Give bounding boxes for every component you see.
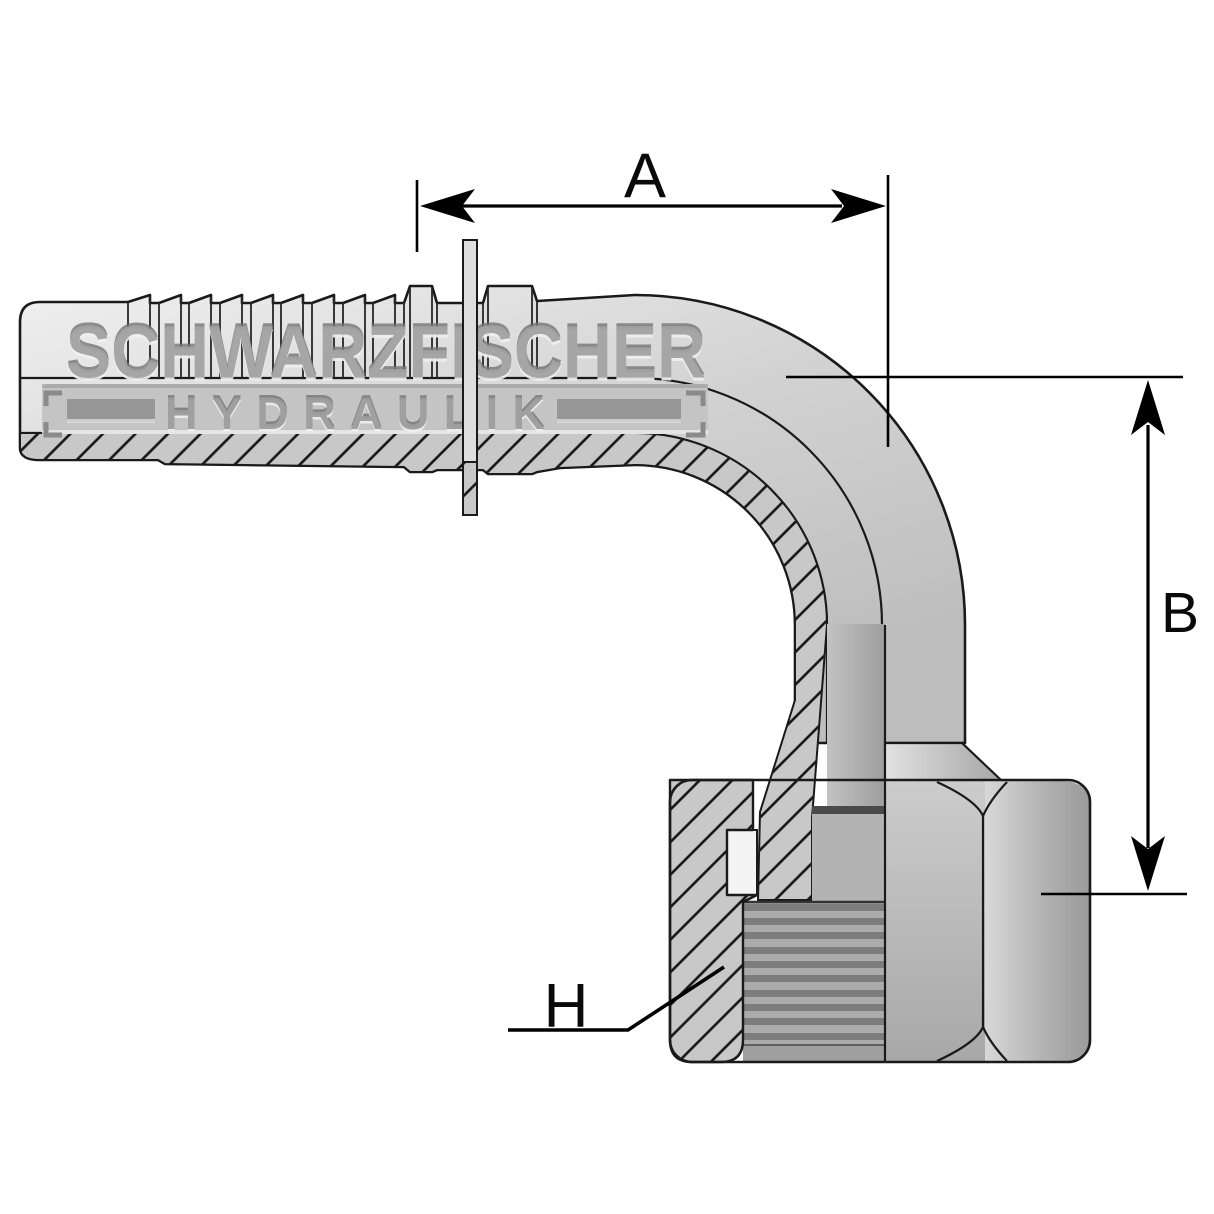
dim-b-label: B <box>1161 581 1199 645</box>
nut-section-wall <box>668 778 759 1064</box>
nut-outline <box>668 778 1092 1064</box>
dim-b-arrow-top <box>1131 380 1165 435</box>
internal-threads <box>743 900 885 1062</box>
crimp-pin <box>462 239 478 516</box>
dim-a-label: A <box>624 141 666 211</box>
leg-bore <box>827 624 885 808</box>
nut-shoulder-cone <box>883 741 1005 783</box>
watermark-line1-shadow: SCHWARZFISCHER <box>66 308 706 391</box>
watermark-line1: SCHWARZFISCHER SCHWARZFISCHER SCHWARZFIS… <box>66 308 706 397</box>
dim-h-label: H <box>544 972 589 1041</box>
watermark-line1-text: SCHWARZFISCHER <box>66 311 706 394</box>
panel-highlight-bottom <box>42 430 708 434</box>
nipple-end-face <box>812 806 885 814</box>
leg-bore-lower <box>812 814 885 904</box>
dim-b-arrow-bottom <box>1131 836 1165 891</box>
barb-lines <box>127 287 538 378</box>
dim-a-arrow-right <box>831 189 886 223</box>
dimension-h: H <box>508 965 725 1041</box>
watermark-panel <box>42 384 708 434</box>
dim-h-leader <box>508 965 725 1032</box>
watermark-line1-highlight: SCHWARZFISCHER <box>66 314 706 397</box>
panel-bars <box>43 390 706 438</box>
dimension-b: B <box>786 375 1199 896</box>
watermark-line2-text: HYDRAULIK <box>165 388 546 439</box>
nut-face-right <box>985 781 1090 1062</box>
dim-a-arrow-left <box>420 189 475 223</box>
swivel-nut <box>668 741 1092 1064</box>
section-centerline-arc <box>20 376 884 743</box>
section-hatch-band <box>19 432 829 901</box>
watermark: SCHWARZFISCHER SCHWARZFISCHER SCHWARZFIS… <box>42 308 708 442</box>
panel-shadow-top <box>42 384 708 388</box>
nut-face-front <box>885 781 985 1062</box>
retaining-ring-groove <box>726 829 758 896</box>
hex-corner-fillets <box>936 781 1008 1062</box>
watermark-line2: HYDRAULIK HYDRAULIK HYDRAULIK <box>165 386 546 442</box>
dimension-a: A <box>415 141 890 447</box>
